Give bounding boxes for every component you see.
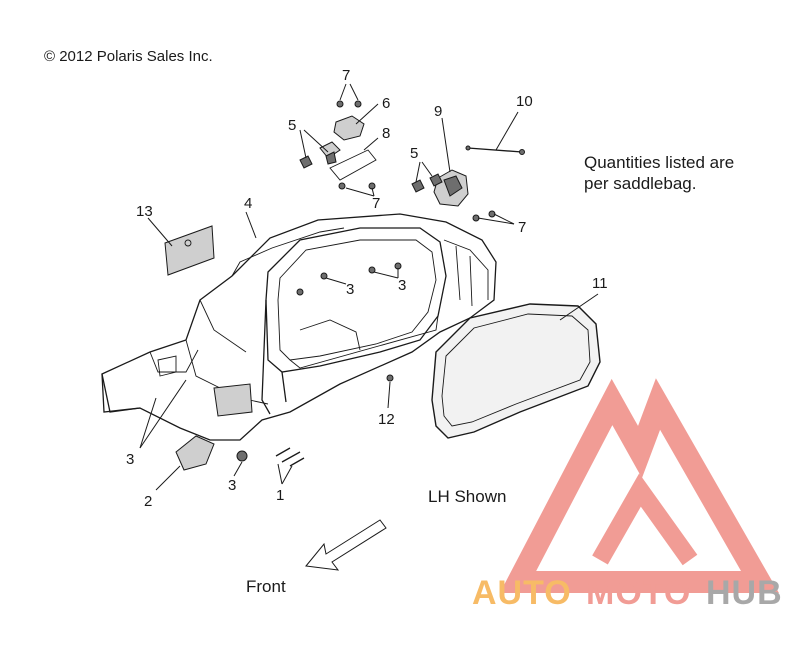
front-label: Front [246, 577, 286, 596]
callout-11: 11 [592, 275, 608, 292]
callout-2: 2 [144, 493, 152, 510]
part-4-saddlebag-body [101, 213, 497, 441]
callout-5-left: 5 [288, 117, 296, 134]
callout-9: 9 [434, 103, 442, 120]
lh-shown-label: LH Shown [428, 487, 507, 506]
part-13-pad [164, 225, 215, 276]
part-9-latch [433, 169, 469, 207]
callout-3-center: 3 [346, 281, 354, 298]
fasteners [175, 100, 496, 471]
callout-7-middle: 7 [372, 195, 380, 212]
callout-3-left: 3 [126, 451, 134, 468]
callout-5-right: 5 [410, 145, 418, 162]
callout-numbers: 7 6 5 8 9 10 5 7 7 4 13 11 3 3 12 3 3 2 … [126, 67, 608, 510]
callout-7-right: 7 [518, 219, 526, 236]
part-6-8-hinge [319, 115, 377, 181]
watermark-text-moto: MOTO [586, 574, 691, 612]
part-11-seal [431, 303, 601, 439]
callout-6: 6 [382, 95, 390, 112]
callout-3-right: 3 [398, 277, 406, 294]
copyright-text: © 2012 Polaris Sales Inc. [44, 48, 213, 65]
callout-13: 13 [136, 203, 153, 220]
callout-4: 4 [244, 195, 252, 212]
callout-3-bottom: 3 [228, 477, 236, 494]
part-10-cable [465, 145, 525, 155]
leader-lines [139, 83, 599, 491]
callout-7-top: 7 [342, 67, 350, 84]
front-direction-arrow [305, 519, 387, 571]
watermark-text-auto: AUTO [472, 574, 572, 612]
callout-8: 8 [382, 125, 390, 142]
quantities-note-line1: Quantities listed are [584, 153, 735, 172]
watermark-text-hub: HUB [706, 574, 783, 612]
callout-10: 10 [516, 93, 533, 110]
watermark-logo: AUTO MOTO HUB [472, 378, 783, 612]
quantities-note: Quantities listed are per saddlebag. [584, 152, 734, 194]
quantities-note-line2: per saddlebag. [584, 174, 697, 193]
callout-1: 1 [276, 487, 284, 504]
saddlebag-opening-rim [261, 227, 447, 415]
callout-12: 12 [378, 411, 395, 428]
